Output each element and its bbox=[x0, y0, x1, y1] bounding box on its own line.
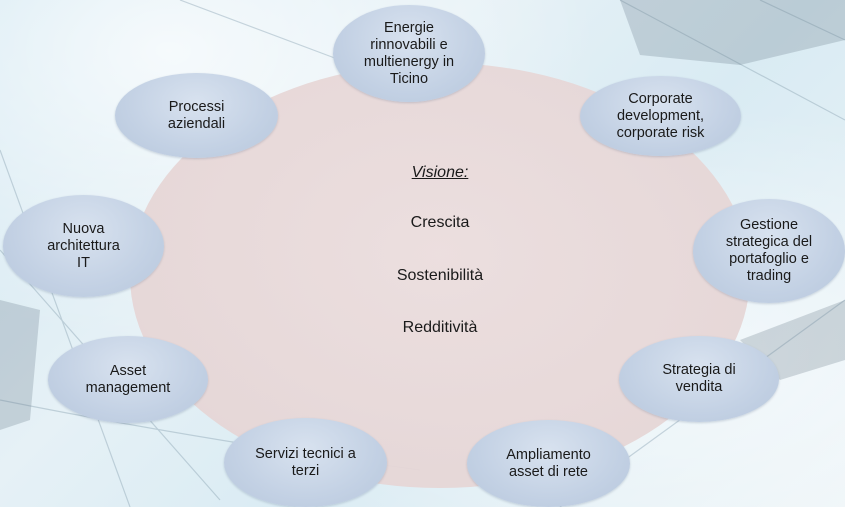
node-label: Ampliamento asset di rete bbox=[506, 446, 591, 480]
node-asset-management: Asset management bbox=[48, 336, 208, 423]
vision-value-sostenibilita: Sostenibilità bbox=[396, 267, 484, 284]
node-energie-rinnovabili: Energie rinnovabili e multienergy in Tic… bbox=[333, 5, 485, 102]
node-processi-aziendali: Processi aziendali bbox=[115, 73, 278, 158]
node-label: Energie rinnovabili e multienergy in Tic… bbox=[363, 19, 455, 87]
node-label: Servizi tecnici a terzi bbox=[255, 445, 356, 479]
node-nuova-architettura-it: Nuova architettura IT bbox=[3, 195, 164, 297]
node-label: Gestione strategica del portafoglio e tr… bbox=[725, 217, 813, 284]
vision-value-redditivita: Redditività bbox=[402, 319, 478, 336]
node-gestione-strategica: Gestione strategica del portafoglio e tr… bbox=[693, 199, 845, 303]
node-corporate-development: Corporate development, corporate risk bbox=[580, 76, 741, 156]
node-label: Strategia di vendita bbox=[662, 362, 736, 395]
node-servizi-tecnici: Servizi tecnici a terzi bbox=[224, 418, 387, 507]
node-label: Processi aziendali bbox=[167, 98, 226, 132]
vision-title: Visione: bbox=[411, 164, 469, 181]
node-label: Corporate development, corporate risk bbox=[616, 90, 705, 141]
node-strategia-vendita: Strategia di vendita bbox=[619, 336, 779, 422]
node-label: Nuova architettura IT bbox=[47, 220, 120, 271]
node-label: Asset management bbox=[85, 362, 171, 396]
vision-value-crescita: Crescita bbox=[410, 214, 470, 231]
node-ampliamento-asset: Ampliamento asset di rete bbox=[467, 420, 630, 507]
